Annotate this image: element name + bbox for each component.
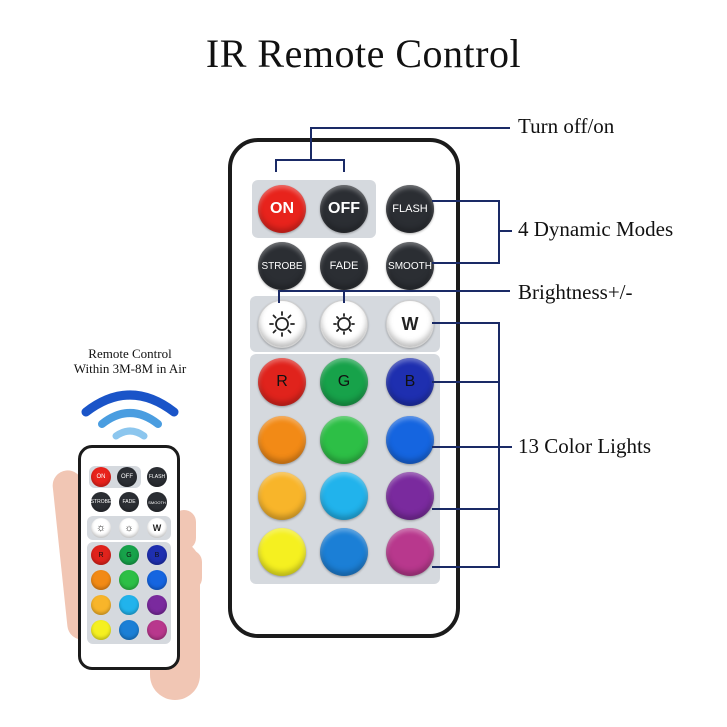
mini-blue-button[interactable]: B [147, 545, 167, 565]
signal-waves-icon [81, 390, 179, 440]
annot-line [432, 262, 500, 264]
range-caption: Remote Control Within 3M-8M in Air [50, 346, 210, 376]
annot-line [310, 127, 510, 129]
azure-button[interactable] [320, 528, 368, 576]
mini-orange-button[interactable] [91, 570, 111, 590]
mini-bright-up-button[interactable]: ☼ [91, 518, 111, 538]
mini-off-button[interactable]: OFF [117, 467, 137, 487]
white-button[interactable]: W [386, 300, 434, 348]
color-lights-label: 13 Color Lights [518, 434, 652, 458]
mini-remote: ON OFF FLASH STROBE FADE SMOOTH ☼ ☼ W R … [78, 445, 180, 670]
annot-line [432, 200, 500, 202]
mini-bright-down-button[interactable]: ☼ [119, 518, 139, 538]
on-button[interactable]: ON [258, 185, 306, 233]
annot-line [278, 291, 280, 303]
range-caption-line1: Remote Control [88, 346, 172, 361]
annot-line [343, 291, 345, 303]
smooth-button[interactable]: SMOOTH [386, 242, 434, 290]
flash-button[interactable]: FLASH [386, 185, 434, 233]
light-green-button[interactable] [320, 416, 368, 464]
off-button[interactable]: OFF [320, 185, 368, 233]
hand-finger [176, 550, 202, 590]
annot-line [432, 446, 500, 448]
mini-smooth-button[interactable]: SMOOTH [147, 492, 167, 512]
mini-flash-button[interactable]: FLASH [147, 467, 167, 487]
annot-line [278, 290, 510, 292]
annot-line [498, 322, 500, 568]
magenta-button[interactable] [386, 528, 434, 576]
dynamic-modes-label: 4 Dynamic Modes [518, 217, 674, 241]
annot-line [432, 322, 500, 324]
annot-line [498, 446, 512, 448]
annot-line [498, 200, 500, 264]
mini-on-button[interactable]: ON [91, 467, 111, 487]
mini-purple-button[interactable] [147, 595, 167, 615]
mini-red-button[interactable]: R [91, 545, 111, 565]
mini-medium-blue-button[interactable] [147, 570, 167, 590]
mini-white-button[interactable]: W [147, 518, 167, 538]
orange-button[interactable] [258, 416, 306, 464]
brightness-up-icon [269, 311, 295, 337]
brightness-up-button[interactable] [258, 300, 306, 348]
red-button[interactable]: R [258, 358, 306, 406]
annot-line [432, 381, 500, 383]
mini-magenta-button[interactable] [147, 620, 167, 640]
medium-blue-button[interactable] [386, 416, 434, 464]
mini-fade-button[interactable]: FADE [119, 492, 139, 512]
green-button[interactable]: G [320, 358, 368, 406]
strobe-button[interactable]: STROBE [258, 242, 306, 290]
brightness-down-icon [333, 313, 355, 335]
ir-remote: ON OFF FLASH STROBE FADE SMOOTH W [228, 138, 460, 638]
mini-green-button[interactable]: G [119, 545, 139, 565]
turn-off-on-label: Turn off/on [518, 114, 615, 138]
annot-line [343, 160, 345, 172]
annot-line [432, 566, 500, 568]
brightness-label: Brightness+/- [518, 280, 633, 304]
mini-amber-button[interactable] [91, 595, 111, 615]
mini-strobe-button[interactable]: STROBE [91, 492, 111, 512]
annot-line [275, 160, 277, 172]
range-caption-line2: Within 3M-8M in Air [73, 361, 187, 376]
sky-blue-button[interactable] [320, 472, 368, 520]
yellow-button[interactable] [258, 528, 306, 576]
purple-button[interactable] [386, 472, 434, 520]
fade-button[interactable]: FADE [320, 242, 368, 290]
mini-yellow-button[interactable] [91, 620, 111, 640]
mini-light-green-button[interactable] [119, 570, 139, 590]
annot-line [275, 159, 345, 161]
brightness-down-button[interactable] [320, 300, 368, 348]
amber-button[interactable] [258, 472, 306, 520]
page-title: IR Remote Control [205, 31, 522, 76]
mini-azure-button[interactable] [119, 620, 139, 640]
annot-line [310, 127, 312, 160]
annot-line [498, 230, 512, 232]
annot-line [432, 508, 500, 510]
mini-sky-blue-button[interactable] [119, 595, 139, 615]
blue-button[interactable]: B [386, 358, 434, 406]
